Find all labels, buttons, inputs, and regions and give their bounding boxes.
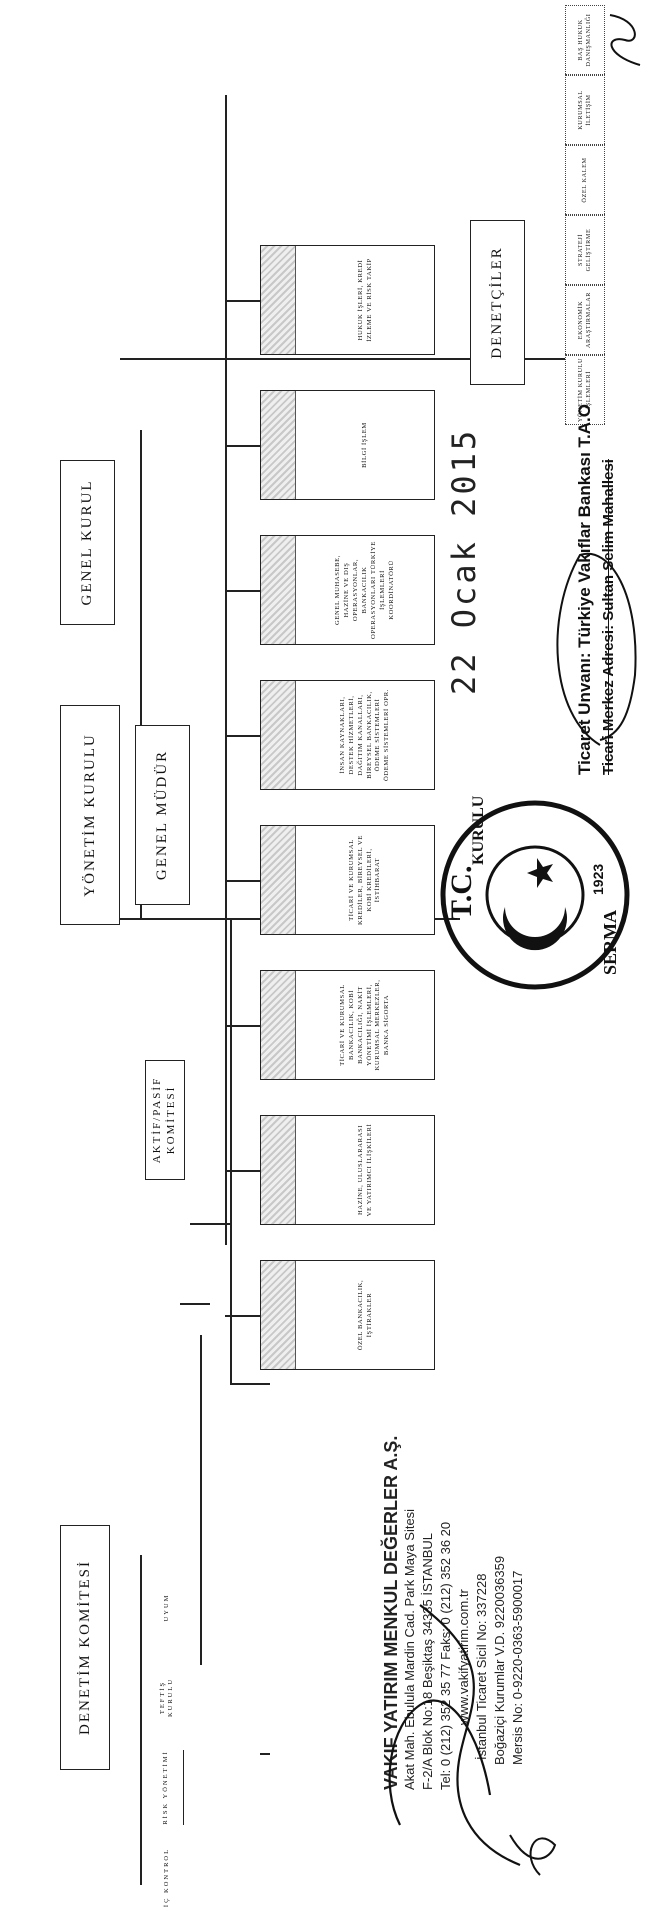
connector xyxy=(225,880,260,882)
department-label: TİCARİ VE KURUMSAL KREDİLER, BİREYSEL VE… xyxy=(347,834,382,926)
audit-unit-label: İÇ KONTROL xyxy=(162,1847,170,1908)
audit-committee-label: DENETİM KOMİTESİ xyxy=(76,1560,93,1735)
seal-bottom-text: SERMA xyxy=(600,909,620,975)
connector xyxy=(230,1383,270,1385)
department-label: HAZİNE, ULUSLARARASI VE YATIRIMCI İLİŞKİ… xyxy=(356,1123,373,1217)
seal-year-text: 1923 xyxy=(590,863,606,895)
board-label: YÖNETİM KURULU xyxy=(81,733,98,897)
staff-unit-box: ÖZEL KALEM xyxy=(565,145,605,215)
department-box: ÖZEL BANKACILIK, İŞTİRAKLER xyxy=(260,1260,435,1370)
department-box: İNSAN KAYNAKLARI, DESTEK HİZMETLERİ, DAĞ… xyxy=(260,680,435,790)
department-box: GENEL MUHASEBE, HAZİNE VE DIŞ OPERASYONL… xyxy=(260,535,435,645)
connector xyxy=(260,1753,270,1755)
general-manager-box: GENEL MÜDÜR xyxy=(135,725,190,905)
audit-committee-box: DENETİM KOMİTESİ xyxy=(60,1525,110,1770)
department-header-shading xyxy=(261,1116,296,1224)
handwritten-initials xyxy=(609,14,641,66)
staff-unit-label: KURUMSAL İLETİŞİM xyxy=(576,90,592,130)
staff-unit-label: STRATEJİ GELİŞTİRME xyxy=(576,228,592,272)
audit-unit-label: RİSK YÖNETİMİ xyxy=(162,1750,170,1825)
audit-unit-risk-management: RİSK YÖNETİMİ xyxy=(150,1750,184,1825)
audit-unit-label: TEFTİŞ KURULU xyxy=(158,1677,174,1718)
official-seal xyxy=(440,800,630,990)
connector xyxy=(225,445,260,447)
connector xyxy=(225,95,227,1245)
staff-unit-label: EKONOMİK ARAŞTIRMALAR xyxy=(576,291,592,349)
department-box: HAZİNE, ULUSLARARASI VE YATIRIMCI İLİŞKİ… xyxy=(260,1115,435,1225)
department-header-shading xyxy=(261,391,296,499)
department-header-shading xyxy=(261,1261,296,1369)
handwritten-signature xyxy=(388,1604,557,1876)
department-box: BİLGİ İŞLEM xyxy=(260,390,435,500)
department-header-shading xyxy=(261,536,296,644)
alco-box: AKTİF/PASİF KOMİTESİ xyxy=(145,1060,185,1180)
board-box: YÖNETİM KURULU xyxy=(60,705,120,925)
department-box: TİCARİ VE KURUMSAL BANKACILIK, KOBİ BANK… xyxy=(260,970,435,1080)
connector xyxy=(120,358,600,360)
department-label: ÖZEL BANKACILIK, İŞTİRAKLER xyxy=(356,1279,373,1351)
staff-unit-box: KURUMSAL İLETİŞİM xyxy=(565,75,605,145)
staff-unit-box: EKONOMİK ARAŞTIRMALAR xyxy=(565,285,605,355)
audit-unit-internal-control: İÇ KONTROL xyxy=(150,1840,184,1915)
department-label: BİLGİ İŞLEM xyxy=(361,422,369,468)
department-header-shading xyxy=(261,246,296,354)
staff-unit-label: BAŞ HUKUK DANIŞMANLIĞI xyxy=(576,13,592,67)
connector xyxy=(200,1335,202,1665)
auditors-label: DENETÇİLER xyxy=(489,246,505,359)
stamp-date: 22 Ocak 2015 xyxy=(445,427,483,695)
connector xyxy=(190,1223,230,1225)
handwritten-signature xyxy=(556,552,637,746)
connector xyxy=(225,590,260,592)
department-box: TİCARİ VE KURUMSAL KREDİLER, BİREYSEL VE… xyxy=(260,825,435,935)
seal-top-text: T.C. xyxy=(445,865,478,920)
staff-unit-box: STRATEJİ GELİŞTİRME xyxy=(565,215,605,285)
audit-unit-label: UYUM xyxy=(162,1593,170,1622)
staff-unit-label: ÖZEL KALEM xyxy=(580,157,588,203)
auditors-box: DENETÇİLER xyxy=(470,220,525,385)
department-label: GENEL MUHASEBE, HAZİNE VE DIŞ OPERASYONL… xyxy=(334,540,395,640)
connector xyxy=(140,1555,142,1885)
department-header-shading xyxy=(261,971,296,1079)
connector xyxy=(225,1315,260,1317)
department-header-shading xyxy=(261,826,296,934)
seal-right-text: KURULU xyxy=(470,795,487,865)
general-assembly-box: GENEL KURUL xyxy=(60,460,115,625)
connector xyxy=(225,1170,260,1172)
department-box: HUKUK İŞLERİ, KREDİ İZLEME VE RİSK TAKİP xyxy=(260,245,435,355)
connector xyxy=(225,300,260,302)
department-label: TİCARİ VE KURUMSAL BANKACILIK, KOBİ BANK… xyxy=(338,979,391,1071)
department-label: HUKUK İŞLERİ, KREDİ İZLEME VE RİSK TAKİP xyxy=(356,258,373,342)
department-header-shading xyxy=(261,681,296,789)
alco-label: AKTİF/PASİF KOMİTESİ xyxy=(151,1076,177,1164)
general-assembly-label: GENEL KURUL xyxy=(79,479,95,606)
general-manager-label: GENEL MÜDÜR xyxy=(154,749,170,881)
staff-unit-box: BAŞ HUKUK DANIŞMANLIĞI xyxy=(565,5,605,75)
audit-unit-inspection-board: TEFTİŞ KURULU xyxy=(150,1660,184,1735)
department-label: İNSAN KAYNAKLARI, DESTEK HİZMETLERİ, DAĞ… xyxy=(338,689,391,781)
connector xyxy=(225,735,260,737)
connector xyxy=(225,1025,260,1027)
connector xyxy=(180,1303,210,1305)
audit-unit-compliance: UYUM xyxy=(150,1570,184,1645)
